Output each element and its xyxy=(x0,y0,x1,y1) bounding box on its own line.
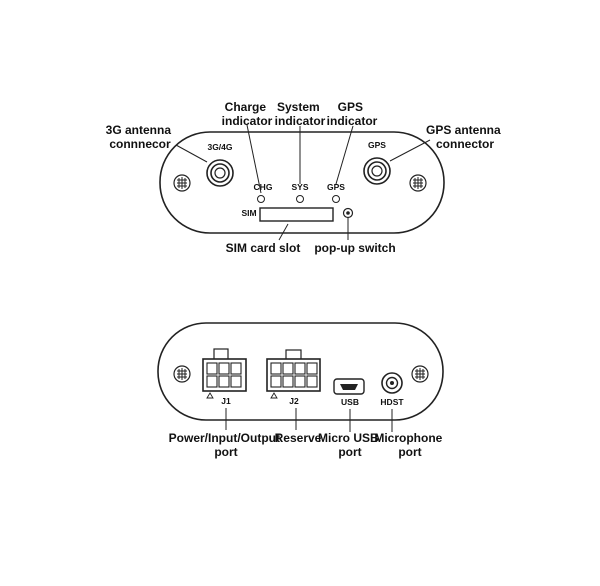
callout-3g-antenna: 3G antenna connnecor xyxy=(106,123,175,151)
callout-microphone-line1: Microphone xyxy=(374,431,442,445)
callout-gps-indicator-line2: indicator xyxy=(327,114,378,128)
front-right-screw-icon xyxy=(409,174,427,192)
callout-system-indicator: System indicator xyxy=(275,100,326,128)
microphone-jack-icon xyxy=(381,372,403,394)
j1-label: J1 xyxy=(221,396,231,406)
callout-charge-line1: Charge xyxy=(225,100,267,114)
callout-power-line2: port xyxy=(214,445,237,459)
antenna-3g4g-port-label: 3G/4G xyxy=(207,142,232,152)
sys-led-icon xyxy=(296,195,304,203)
callout-gps-antenna: GPS antenna connector xyxy=(426,123,504,151)
gps-port-label: GPS xyxy=(368,140,386,150)
j2-label: J2 xyxy=(289,396,299,406)
callout-charge-line2: indicator xyxy=(222,114,273,128)
gps-led-icon xyxy=(332,195,340,203)
rear-panel: J1 J2 USB HDST xyxy=(157,322,444,421)
callout-power-port: Power/Input/Output port xyxy=(169,431,284,459)
chg-led-icon xyxy=(257,195,265,203)
front-callout-leaders xyxy=(175,124,431,241)
callout-power-line1: Power/Input/Output xyxy=(169,431,280,445)
callout-gps-indicator: GPS indicator xyxy=(327,100,378,128)
front-left-screw-icon xyxy=(173,174,191,192)
rear-right-screw-icon xyxy=(411,365,429,383)
j1-connector-icon xyxy=(202,348,247,399)
callout-3g-antenna-line1: 3G antenna xyxy=(106,123,172,137)
micro-usb-port-icon xyxy=(333,378,365,395)
callout-sim-card-slot: SIM card slot xyxy=(226,241,301,255)
callout-charge-indicator: Charge indicator xyxy=(222,100,273,128)
sim-card-slot xyxy=(259,207,334,222)
gps-antenna-connector-icon xyxy=(363,157,391,185)
front-panel: 3G/4G GPS CHG SYS GPS SIM xyxy=(159,131,445,234)
usb-label: USB xyxy=(341,397,359,407)
callout-system-line2: indicator xyxy=(275,114,326,128)
callout-gps-antenna-line2: connector xyxy=(436,137,494,151)
callout-gps-antenna-line1: GPS antenna xyxy=(426,123,501,137)
callout-microphone-line2: port xyxy=(398,445,421,459)
callout-gps-indicator-line1: GPS xyxy=(338,100,363,114)
chg-led-label: CHG xyxy=(254,182,273,192)
rear-callout-leaders xyxy=(225,408,393,432)
popup-switch-icon xyxy=(342,207,354,219)
callout-reserve: Reserve xyxy=(275,431,322,445)
callout-popup-switch: pop-up switch xyxy=(314,241,395,255)
j2-connector-icon xyxy=(266,349,321,399)
front-panel-body xyxy=(159,131,445,234)
sys-led-label: SYS xyxy=(291,182,308,192)
gps-led-label: GPS xyxy=(327,182,345,192)
callout-3g-antenna-line2: connnecor xyxy=(109,137,171,151)
callout-micro-usb: Micro USB port xyxy=(318,431,382,459)
antenna-3g4g-connector-icon xyxy=(206,159,234,187)
rear-left-screw-icon xyxy=(173,365,191,383)
callout-system-line1: System xyxy=(277,100,320,114)
callout-microphone: Microphone port xyxy=(374,431,445,459)
callout-micro-usb-line2: port xyxy=(338,445,361,459)
hdst-label: HDST xyxy=(380,397,404,407)
callout-micro-usb-line1: Micro USB xyxy=(318,431,379,445)
sim-label: SIM xyxy=(241,208,256,218)
